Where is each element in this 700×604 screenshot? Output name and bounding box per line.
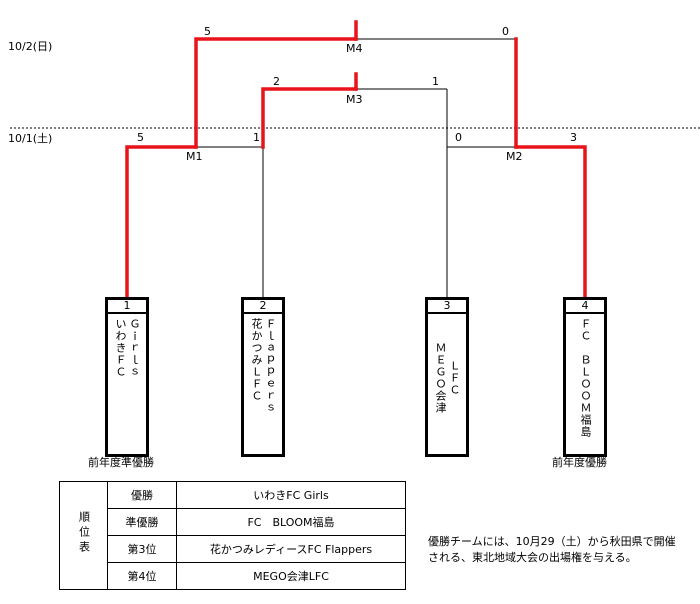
team-number: 4 <box>566 300 604 314</box>
table-row: 順位表 優勝 いわきFC Girls <box>59 481 406 590</box>
team-name-line-1: ＭＥＧＯ会津 <box>434 342 447 414</box>
score-m2-left: 0 <box>455 131 462 144</box>
rank-cell: 第3位 <box>107 535 177 563</box>
note-line-2: される、東北地域大会の出場権を与える。 <box>428 551 637 564</box>
ranking-table: 順位表 優勝 いわきFC Girls 準優勝 FC BLOOM福島 第3位 花か… <box>59 481 406 590</box>
date-label-day1: 10/1(土) <box>8 132 53 145</box>
team-name-line-2: ＬＦＣ <box>448 360 461 396</box>
qualification-note: 優勝チームには、10月29（土）から秋田県で開催 される、東北地域大会の出場権を… <box>428 534 676 566</box>
team-number: 2 <box>244 300 282 314</box>
team-cell: いわきFC Girls <box>176 481 406 509</box>
team-cell: FC BLOOM福島 <box>176 508 406 536</box>
team-name-line-1: ＢＬＯＯＭ福島 <box>579 354 592 438</box>
note-line-1: 優勝チームには、10月29（土）から秋田県で開催 <box>428 535 676 548</box>
score-m4-right: 0 <box>502 25 509 38</box>
score-m3-left: 2 <box>273 75 280 88</box>
team-name-line-2: ＦＣ <box>579 318 592 342</box>
match-label-m2: M2 <box>506 150 523 163</box>
score-m1-left: 5 <box>137 131 144 144</box>
team-number: 1 <box>108 300 146 314</box>
bracket-winner-lines <box>125 20 587 299</box>
ranking-header-text: 順位表 <box>77 511 91 556</box>
prev-year-champion-label: 前年度優勝 <box>552 456 607 469</box>
match-label-m3: M3 <box>346 93 363 106</box>
date-label-day2: 10/2(日) <box>8 40 53 53</box>
team-box-4: 4 ＦＣ ＢＬＯＯＭ福島 <box>563 297 607 457</box>
team-name-line-2: Ｇｉｒｌｓ <box>128 318 141 378</box>
team-box-3: 3 ＭＥＧＯ会津 ＬＦＣ <box>425 297 469 457</box>
match-label-m4: M4 <box>346 42 363 55</box>
team-name: ＦＣ ＢＬＯＯＭ福島 <box>566 314 604 438</box>
team-box-2: 2 花かつみＬＦＣ Ｆｌａｐｐｅｒｓ <box>241 297 285 457</box>
ranking-header: 順位表 <box>59 481 108 590</box>
score-m1-right: 1 <box>253 131 260 144</box>
team-name: 花かつみＬＦＣ Ｆｌａｐｐｅｒｓ <box>244 314 282 414</box>
rank-cell: 第4位 <box>107 562 177 590</box>
team-name-line-1: いわきＦＣ <box>114 318 127 378</box>
team-name-line-1: 花かつみＬＦＣ <box>250 318 263 402</box>
team-name-line-2: Ｆｌａｐｐｅｒｓ <box>264 318 277 414</box>
score-m2-right: 3 <box>570 131 577 144</box>
rank-cell: 優勝 <box>107 481 177 509</box>
rank-cell: 準優勝 <box>107 508 177 536</box>
team-box-1: 1 いわきＦＣ Ｇｉｒｌｓ <box>105 297 149 457</box>
prev-year-runner-up-label: 前年度準優勝 <box>88 456 154 469</box>
team-cell: 花かつみレディースFC Flappers <box>176 535 406 563</box>
table-row: 第4位 MEGO会津LFC <box>60 562 406 590</box>
team-number: 3 <box>428 300 466 314</box>
score-m4-left: 5 <box>204 25 211 38</box>
team-name: ＭＥＧＯ会津 ＬＦＣ <box>428 314 466 414</box>
team-cell: MEGO会津LFC <box>176 562 406 590</box>
bracket-thin-lines <box>196 38 516 297</box>
score-m3-right: 1 <box>432 75 439 88</box>
table-row: 準優勝 FC BLOOM福島 <box>60 508 406 536</box>
table-row: 第3位 花かつみレディースFC Flappers <box>60 535 406 563</box>
team-name: いわきＦＣ Ｇｉｒｌｓ <box>108 314 146 378</box>
match-label-m1: M1 <box>186 150 203 163</box>
